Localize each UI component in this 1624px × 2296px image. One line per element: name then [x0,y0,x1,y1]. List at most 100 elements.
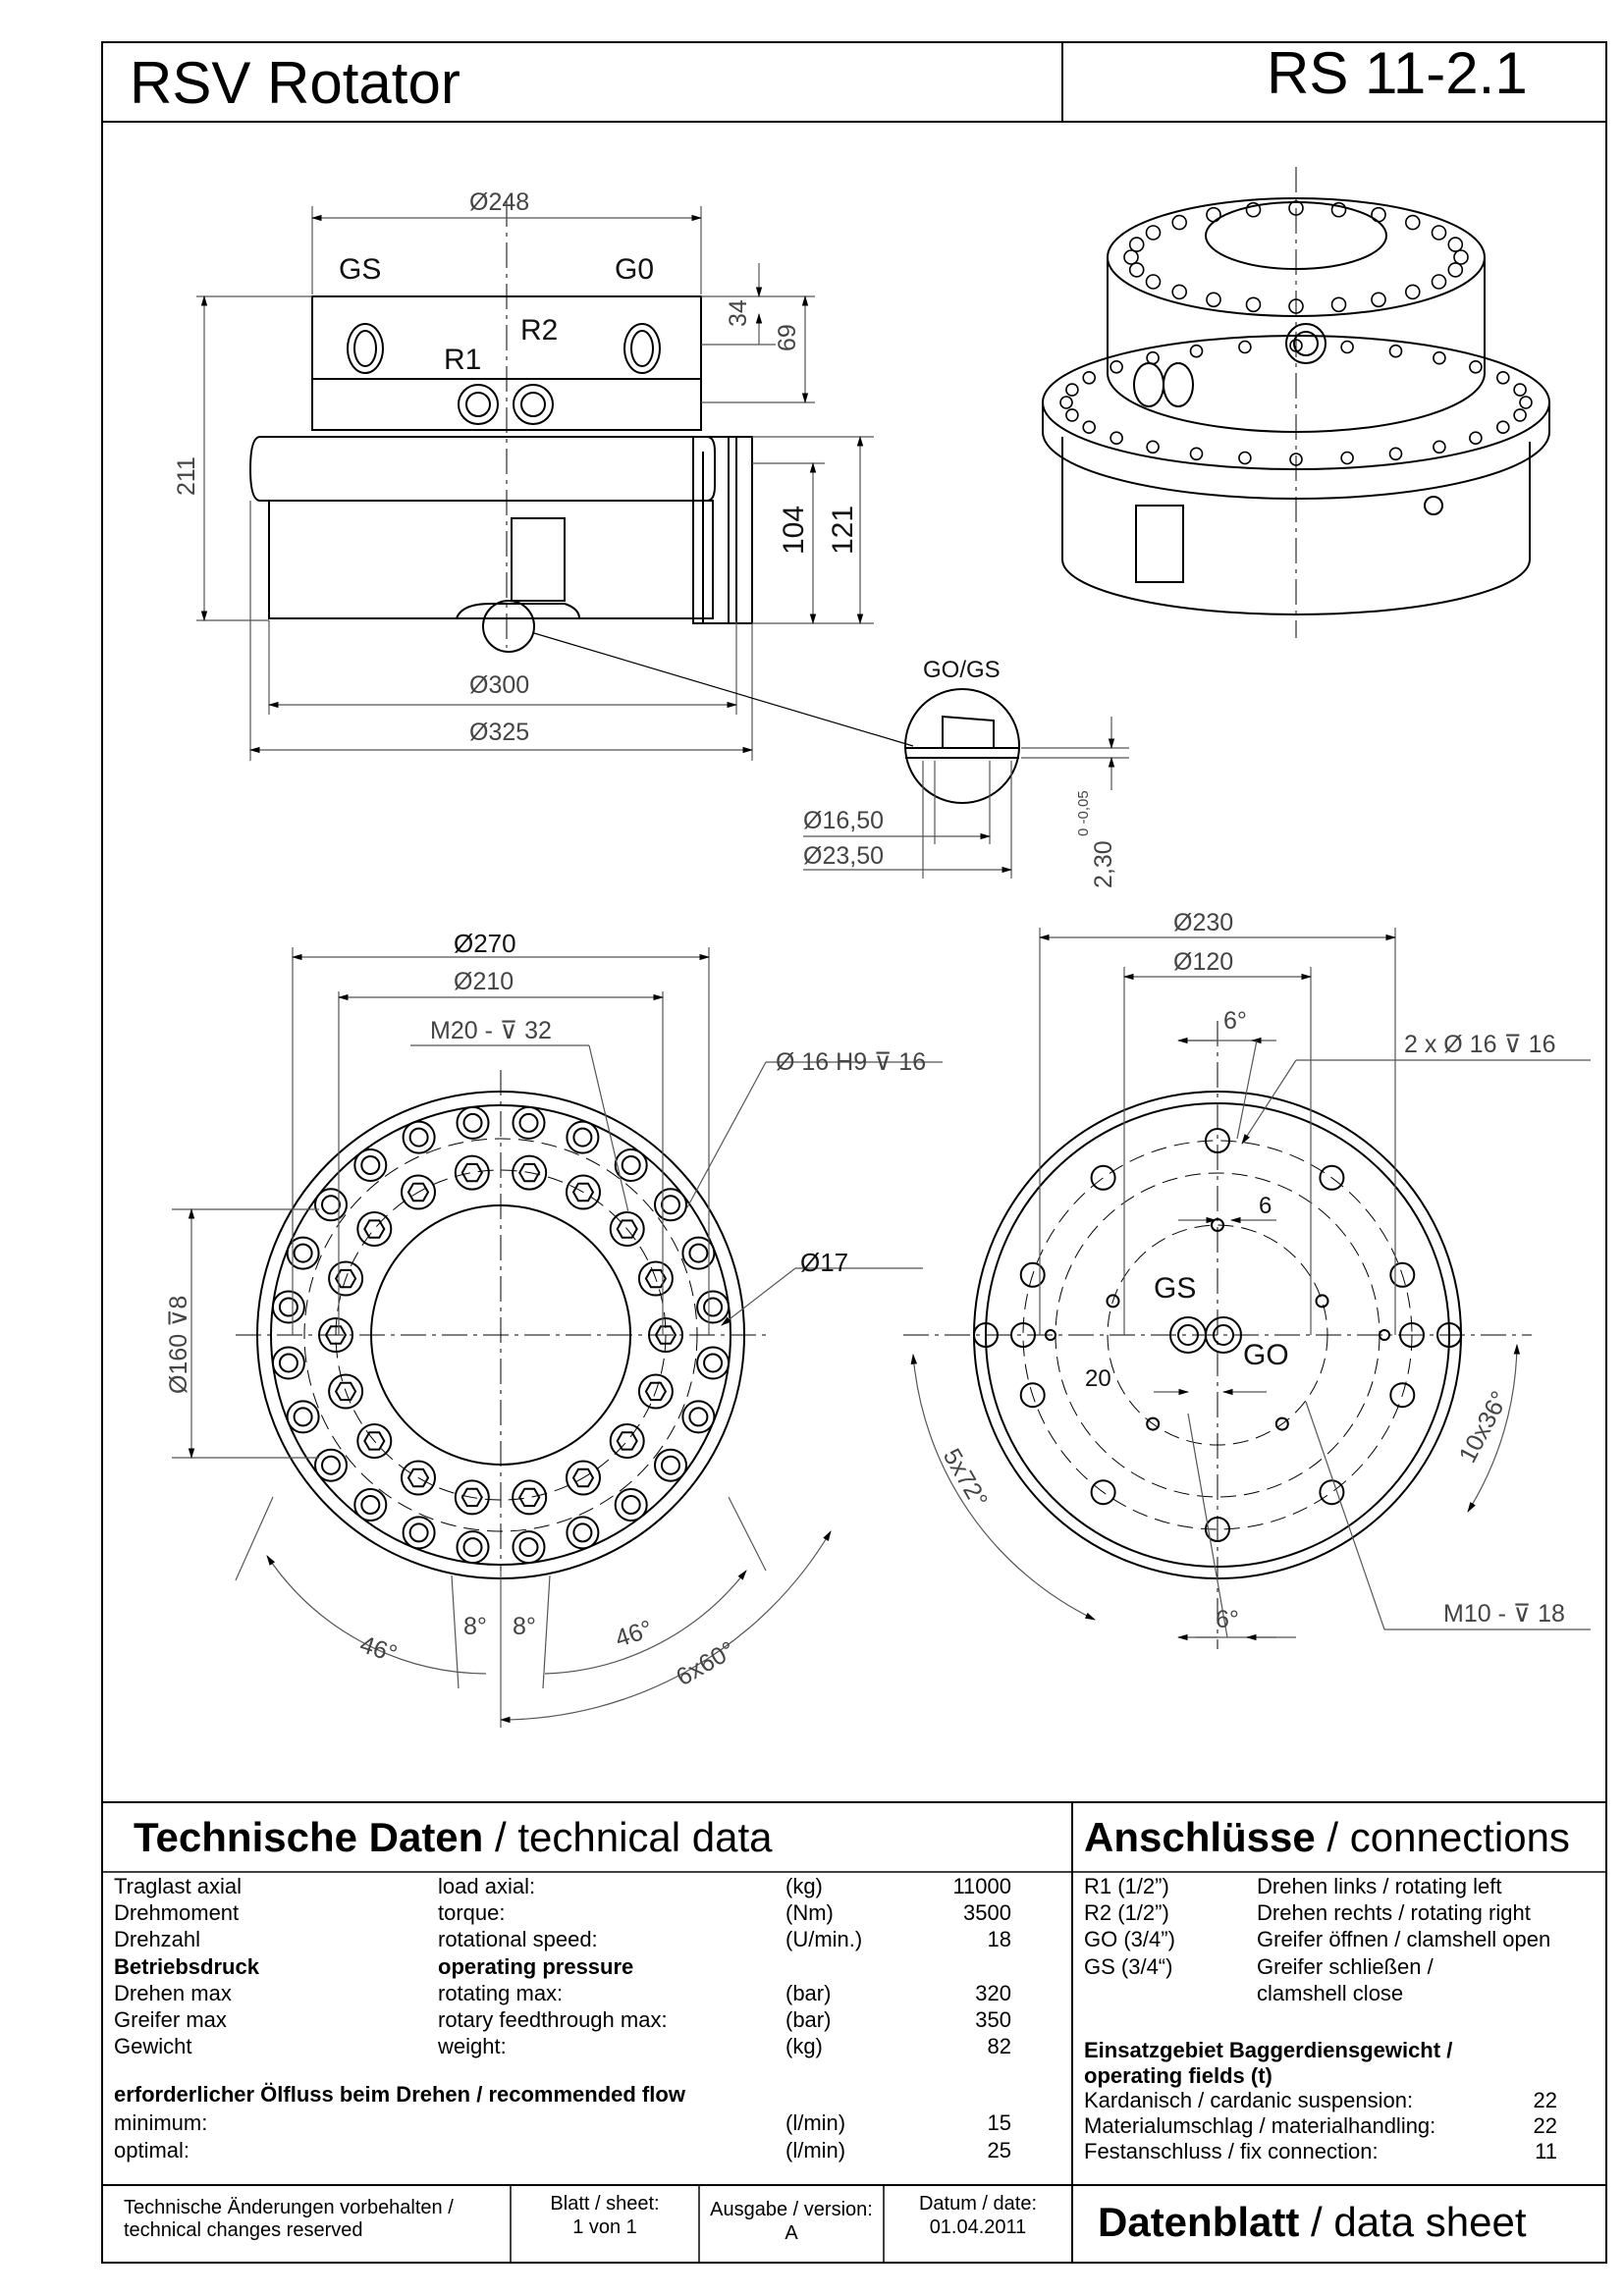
tech-row-en: load axial: [438,1874,536,1898]
flow-row-value: 25 [987,2138,1011,2163]
inner-bolt-hole [512,1154,548,1191]
dim-d248: Ø248 [469,188,529,216]
iso-top-hole [1128,262,1145,278]
conn-port: GO (3/4”) [1084,1927,1175,1951]
footer-sheet-label: Blatt / sheet: [550,2193,660,2215]
outer-bolt-hole [654,1448,687,1482]
outer-bolt-hole-inner [572,1522,593,1543]
tech-row-de: Betriebsdruck [114,1954,259,1979]
outer-bolt-hole-inner [703,1353,724,1373]
tech-row-de: Gewicht [114,2034,192,2058]
bottom-view-dims [910,928,1591,1641]
outer-bolt-hole-inner [360,1155,381,1175]
inner-bolt-hole [318,1317,353,1353]
outer-bolt-hole-inner [360,1495,381,1515]
hex-socket-icon [518,1487,541,1508]
outer-bolt-hole-inner [518,1112,539,1133]
dim-d1650: Ø16,50 [803,807,884,834]
dim-m10: M10 - ⊽ 18 [1443,1600,1565,1628]
thread-hole-m10 [1211,1218,1224,1232]
flow-row-label: optimal: [114,2138,190,2163]
tech-row-value: 3500 [963,1900,1011,1925]
angle-6-bottom: 6° [1216,1606,1239,1633]
inner-bolt-hole [356,1211,393,1247]
outer-bolt-hole-inner [321,1195,341,1215]
conn-heading-de: Anschlüsse [1084,1814,1316,1860]
isometric-view [1042,167,1550,638]
outer-bolt-hole-inner [518,1537,539,1558]
iso-top-hole [1371,292,1386,308]
inner-bolt-hole [637,1373,674,1410]
bottom-bolt-hole [1389,1382,1416,1409]
inner-bolt-hole [401,1174,436,1210]
iso-top-hole [1145,274,1162,290]
hex-socket-icon [616,1431,638,1451]
side-view-dims [196,206,914,761]
conn-heading-en: / connections [1315,1814,1570,1860]
bottom-bolt-hole [973,1322,999,1348]
iso-top-hole [1431,225,1447,240]
dim-d230: Ø230 [1173,909,1233,936]
angle-6-top: 6° [1223,1007,1247,1035]
inner-bolt-hole [609,1423,645,1459]
tech-row-unit: (kg) [785,2034,823,2058]
conn-port: R2 (1/2”) [1084,1900,1169,1925]
dim-d120: Ø120 [1173,948,1233,976]
iso-flange-hole [1059,396,1073,409]
hex-socket-icon [460,1162,483,1183]
outer-bolt-hole [456,1105,490,1140]
tech-row-en: rotary feedthrough max: [438,2007,668,2032]
inner-bolt-hole [356,1423,393,1459]
model-number: RS 11-2.1 [1267,40,1528,106]
iso-flange-hole [1289,453,1303,466]
tech-row-en: torque: [438,1900,506,1925]
bottom-bolt-hole [1399,1322,1425,1348]
iso-top-hole [1206,292,1221,308]
dim-h69: 69 [774,324,801,351]
hex-socket-icon [644,1381,668,1402]
outer-bolt-hole [566,1120,600,1154]
flow-row-value: 15 [987,2110,1011,2135]
thread-hole-m10 [1274,1416,1289,1431]
tech-row-value: 350 [975,2007,1011,2032]
iso-flange-hole [1496,370,1510,385]
outer-bolt-hole-inner [408,1127,429,1148]
outer-bolt-hole [353,1488,388,1522]
tech-row-unit: (bar) [785,1981,832,2005]
fields-heading: operating fields (t) [1084,2063,1272,2088]
conn-desc: Drehen rechts / rotating right [1257,1900,1531,1925]
sheet-frame [101,41,1607,2264]
hex-socket-icon [406,1182,430,1202]
tech-row-value: 320 [975,1981,1011,2005]
angle-8-right: 8° [513,1613,536,1640]
conn-port: GS (3/4“) [1084,1954,1173,1979]
dim-h34: 34 [725,299,752,327]
outer-bolt-hole [353,1148,388,1182]
top-view-dims [172,947,943,1728]
iso-flange-hole [1189,344,1204,358]
iso-flange-hole [1388,344,1403,358]
iso-top-hole [1330,296,1347,313]
outer-bolt-hole [456,1530,490,1565]
hex-socket-icon [518,1162,541,1183]
top-view [236,1070,766,1600]
dim-h104: 104 [778,506,810,555]
bottom-bolt-hole [1019,1261,1046,1288]
dim-w6: 6 [1259,1193,1272,1219]
flow-heading: erforderlicher Ölfluss beim Drehen / rec… [114,2082,685,2107]
iso-flange-hole [1238,451,1252,465]
dim-h211: 211 [173,456,200,496]
inner-bolt-hole [566,1174,601,1210]
dim-h230: 2,30 [1090,840,1117,888]
flow-row-unit: (l/min) [785,2110,846,2135]
hex-socket-icon [334,1268,357,1289]
tech-heading-en: / technical data [483,1814,773,1860]
inner-bolt-hole [609,1211,645,1247]
iso-top-hole [1431,274,1447,290]
iso-top-hole [1371,206,1386,223]
angle-5x72: 5x72° [938,1444,993,1513]
outer-bolt-hole-inner [688,1407,709,1427]
footer-version-value: A [785,2222,798,2244]
inner-bolt-hole [512,1479,548,1516]
flow-row-unit: (l/min) [785,2138,846,2163]
